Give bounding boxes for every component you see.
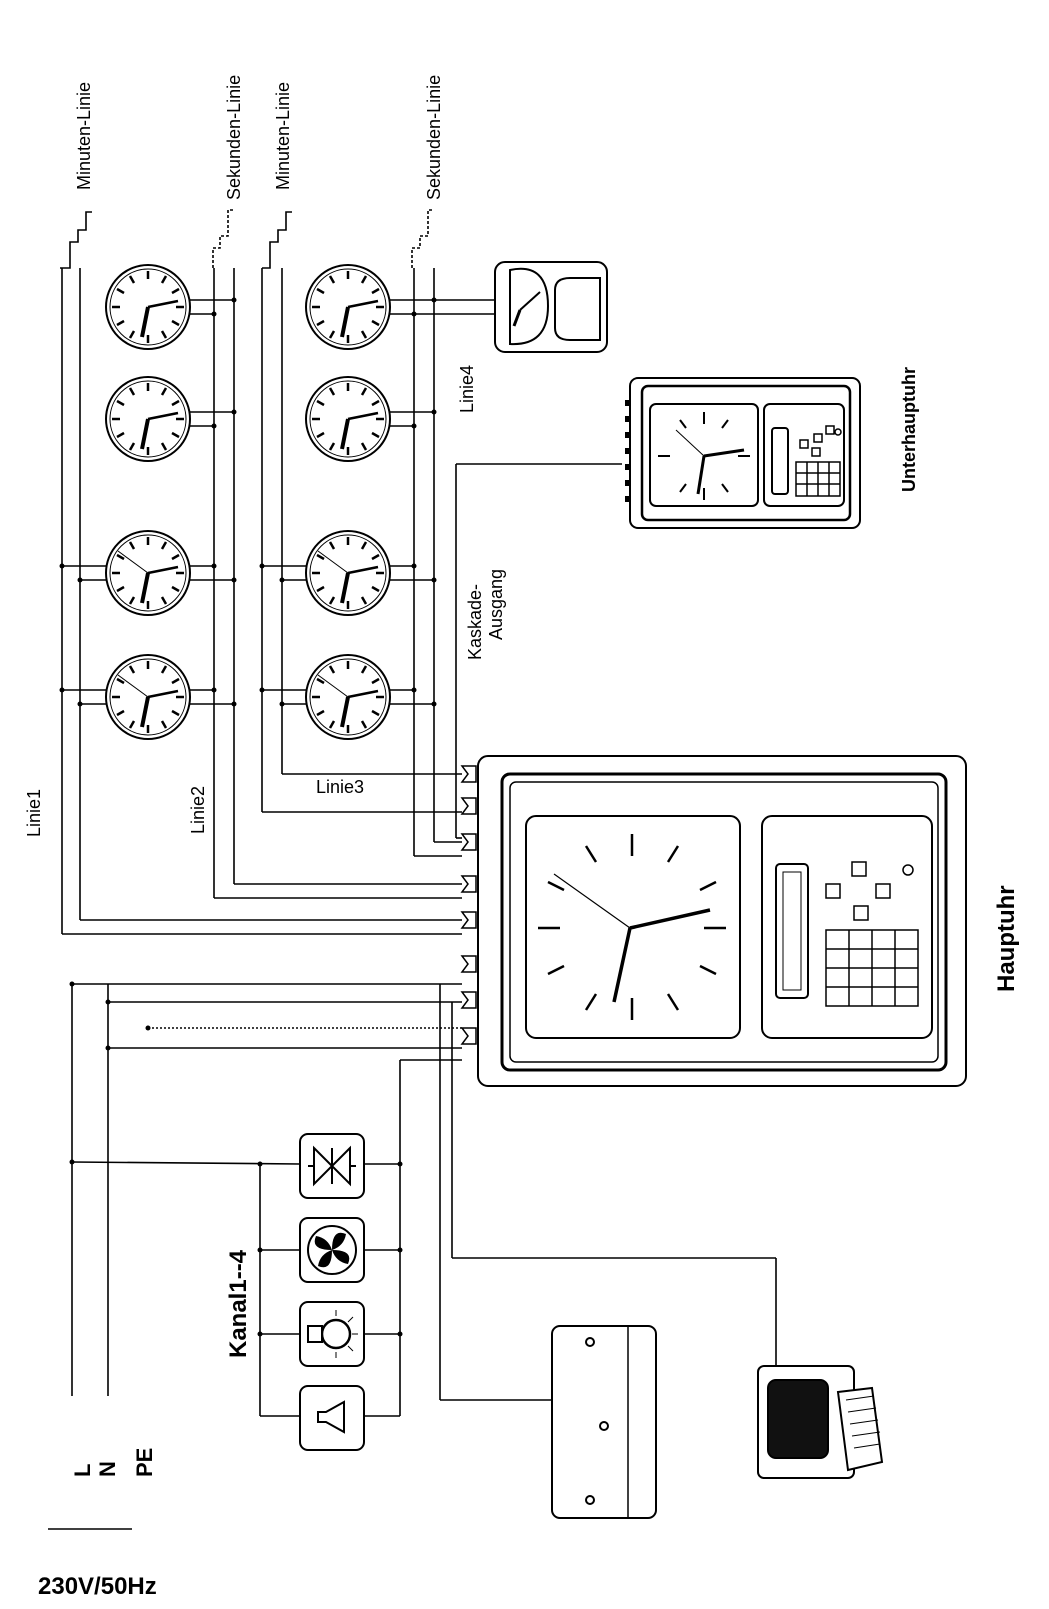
PE-label: PE: [132, 1448, 157, 1477]
second-clock-icon: [306, 531, 390, 615]
slave-clock-icon: [104, 375, 192, 463]
dcf-receiver-icon: [551, 1325, 657, 1519]
linie2-label: Linie2: [188, 786, 208, 834]
second-clock-icon: [306, 655, 390, 739]
second-clock-icon: [106, 531, 190, 615]
clock-taps: [62, 299, 500, 705]
sekunden-linie-2-label: Sekunden-Linie: [424, 75, 444, 200]
slave-clock-icon: [104, 263, 192, 351]
second-clock-icon: [106, 655, 190, 739]
kaskade-label-line2: Ausgang: [486, 569, 506, 640]
power-label: 230V/50Hz: [38, 1573, 157, 1600]
unterhauptuhr-icon: [625, 377, 861, 529]
junction-dots: [59, 297, 437, 707]
hauptuhr-icon: [460, 755, 967, 1087]
fan-icon: [299, 1217, 365, 1283]
L-label: L: [70, 1464, 95, 1477]
power-wiring: [71, 983, 777, 1417]
minuten-linie-2-label: Minuten-Linie: [273, 82, 293, 190]
bus-lines: [61, 268, 622, 935]
slave-clock-icon: [304, 263, 392, 351]
minuten-linie-1-label: Minuten-Linie: [74, 82, 94, 190]
time-terminal-icon: [494, 261, 608, 353]
power-junction-dots: [69, 981, 403, 1337]
kaskade-label-line1: Kaskade-: [465, 584, 485, 660]
linie4-label: Linie4: [457, 365, 477, 413]
slave-clocks: [104, 263, 392, 739]
hauptuhr-label: Hauptuhr: [993, 885, 1020, 992]
lamp-icon: [299, 1301, 365, 1367]
kanal-label: Kanal1--4: [225, 1249, 252, 1358]
slave-clock-icon: [304, 375, 392, 463]
sekunden-linie-1-label: Sekunden-Linie: [224, 75, 244, 200]
computer-icon: [757, 1365, 884, 1479]
valve-icon: [299, 1133, 365, 1199]
pulse-symbols: [60, 209, 434, 269]
N-label: N: [95, 1461, 120, 1477]
linie1-label: Linie1: [24, 789, 44, 837]
linie3-label: Linie3: [316, 777, 364, 797]
unterhauptuhr-label: Unterhauptuhr: [899, 367, 919, 492]
horn-icon: [299, 1385, 365, 1451]
